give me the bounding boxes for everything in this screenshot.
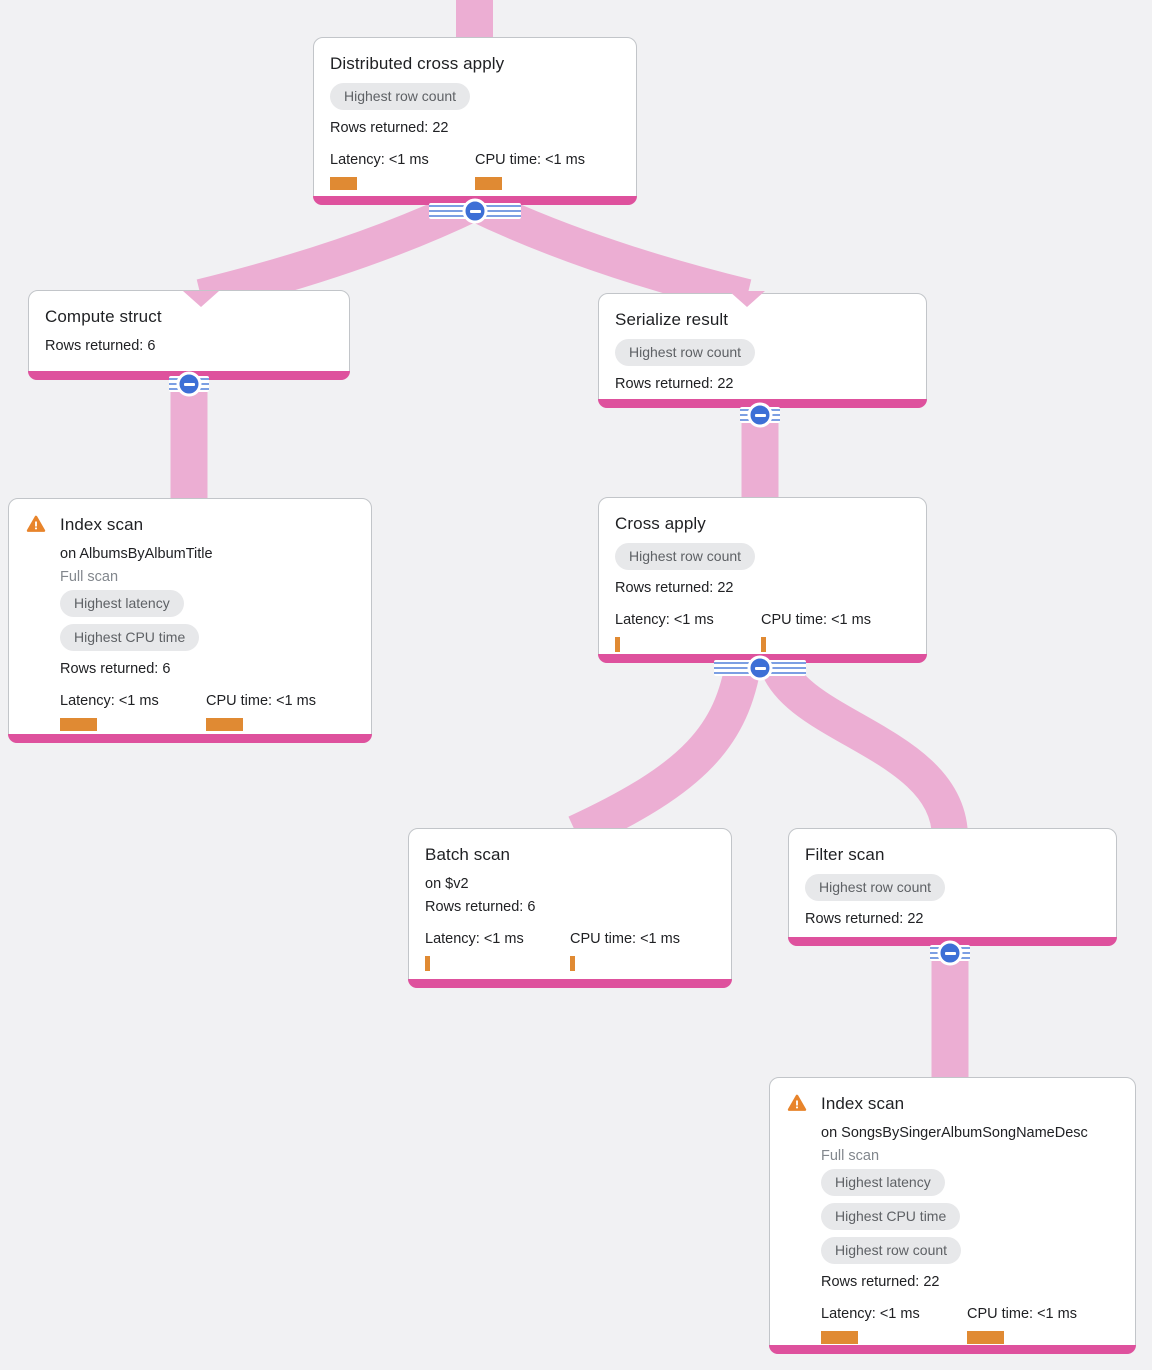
badge-highest-row-count: Highest row count — [805, 874, 946, 901]
latency-metric: Latency: <1 ms — [615, 610, 761, 652]
cpu-time-bar — [570, 956, 575, 971]
cpu-time-label: CPU time: <1 ms — [967, 1306, 1077, 1322]
node-title: Index scan — [821, 1094, 905, 1113]
collapse-control-distributed-cross-apply[interactable] — [429, 198, 521, 224]
cpu-time-bar — [475, 177, 502, 190]
cpu-time-label: CPU time: <1 ms — [761, 612, 871, 628]
rows-returned-label: Rows returned: 6 — [60, 661, 171, 677]
node-scan-type: Full scan — [821, 1148, 880, 1164]
node-title: Index scan — [60, 515, 144, 534]
plan-node-compute-struct[interactable]: Compute struct Rows returned: 6 — [28, 290, 350, 380]
badge-highest-latency: Highest latency — [60, 590, 184, 617]
node-title: Compute struct — [45, 307, 162, 326]
rows-returned-label: Rows returned: 22 — [821, 1274, 940, 1290]
badge-highest-cpu-time: Highest CPU time — [60, 624, 200, 651]
plan-node-distributed-cross-apply[interactable]: Distributed cross apply Highest row coun… — [313, 37, 637, 205]
node-scan-type: Full scan — [60, 569, 119, 585]
latency-label: Latency: <1 ms — [821, 1306, 920, 1322]
node-accent-bar — [8, 734, 372, 743]
cpu-time-metric: CPU time: <1 ms — [570, 929, 715, 971]
warning-icon — [26, 515, 46, 532]
plan-node-filter-scan[interactable]: Filter scan Highest row count Rows retur… — [788, 828, 1117, 946]
latency-label: Latency: <1 ms — [60, 693, 159, 709]
rows-returned-label: Rows returned: 22 — [615, 376, 734, 392]
badge-highest-row-count: Highest row count — [615, 543, 756, 570]
collapse-control-filter-scan[interactable] — [930, 940, 970, 966]
node-target: on AlbumsByAlbumTitle — [60, 546, 213, 562]
cpu-time-label: CPU time: <1 ms — [570, 931, 680, 947]
collapse-control-compute-struct[interactable] — [169, 371, 209, 397]
cpu-time-metric: CPU time: <1 ms — [206, 691, 352, 731]
edge-to-filter-scan — [758, 653, 968, 840]
collapse-control-serialize-result[interactable] — [740, 402, 780, 428]
edge-to-batch-scan — [568, 656, 762, 850]
cpu-time-metric: CPU time: <1 ms — [475, 150, 620, 190]
cpu-time-label: CPU time: <1 ms — [206, 693, 316, 709]
latency-label: Latency: <1 ms — [425, 931, 524, 947]
rows-returned-label: Rows returned: 22 — [615, 580, 734, 596]
plan-node-index-scan-albums[interactable]: Index scan on AlbumsByAlbumTitle Full sc… — [8, 498, 372, 743]
plan-node-index-scan-songs[interactable]: Index scan on SongsBySingerAlbumSongName… — [769, 1077, 1136, 1354]
rows-returned-label: Rows returned: 6 — [425, 899, 536, 915]
latency-label: Latency: <1 ms — [330, 152, 429, 168]
latency-metric: Latency: <1 ms — [425, 929, 570, 971]
badge-highest-cpu-time: Highest CPU time — [821, 1203, 961, 1230]
cpu-time-bar — [761, 637, 766, 652]
node-title: Filter scan — [805, 845, 885, 864]
cpu-time-bar — [967, 1331, 1004, 1344]
latency-bar — [821, 1331, 858, 1344]
cpu-time-label: CPU time: <1 ms — [475, 152, 585, 168]
node-title: Serialize result — [615, 310, 729, 329]
collapse-control-cross-apply[interactable] — [714, 655, 806, 681]
rows-returned-label: Rows returned: 22 — [330, 120, 449, 136]
rows-returned-label: Rows returned: 6 — [45, 338, 156, 354]
node-title: Distributed cross apply — [330, 54, 505, 73]
node-accent-bar — [408, 979, 732, 988]
collapse-minus-icon[interactable] — [462, 198, 488, 224]
latency-bar — [330, 177, 357, 190]
rows-returned-label: Rows returned: 22 — [805, 911, 924, 927]
collapse-minus-icon[interactable] — [937, 940, 963, 966]
warning-icon — [787, 1094, 807, 1111]
collapse-minus-icon[interactable] — [747, 655, 773, 681]
node-target: on SongsBySingerAlbumSongNameDesc — [821, 1125, 1088, 1141]
badge-highest-row-count: Highest row count — [821, 1237, 962, 1264]
node-target: on $v2 — [425, 876, 469, 892]
node-title: Cross apply — [615, 514, 706, 533]
latency-bar — [60, 718, 97, 731]
plan-node-batch-scan[interactable]: Batch scan on $v2 Rows returned: 6 Laten… — [408, 828, 732, 988]
badge-highest-latency: Highest latency — [821, 1169, 945, 1196]
node-accent-bar — [769, 1345, 1136, 1354]
latency-metric: Latency: <1 ms — [60, 691, 206, 731]
latency-metric: Latency: <1 ms — [821, 1304, 967, 1344]
plan-node-serialize-result[interactable]: Serialize result Highest row count Rows … — [598, 293, 927, 408]
collapse-minus-icon[interactable] — [747, 402, 773, 428]
latency-bar — [615, 637, 620, 652]
badge-highest-row-count: Highest row count — [330, 83, 471, 110]
node-title: Batch scan — [425, 845, 511, 864]
badge-highest-row-count: Highest row count — [615, 339, 756, 366]
cpu-time-metric: CPU time: <1 ms — [761, 610, 907, 652]
latency-bar — [425, 956, 430, 971]
cpu-time-bar — [206, 718, 243, 731]
cpu-time-metric: CPU time: <1 ms — [967, 1304, 1113, 1344]
latency-metric: Latency: <1 ms — [330, 150, 475, 190]
plan-node-cross-apply[interactable]: Cross apply Highest row count Rows retur… — [598, 497, 927, 663]
latency-label: Latency: <1 ms — [615, 612, 714, 628]
collapse-minus-icon[interactable] — [176, 371, 202, 397]
